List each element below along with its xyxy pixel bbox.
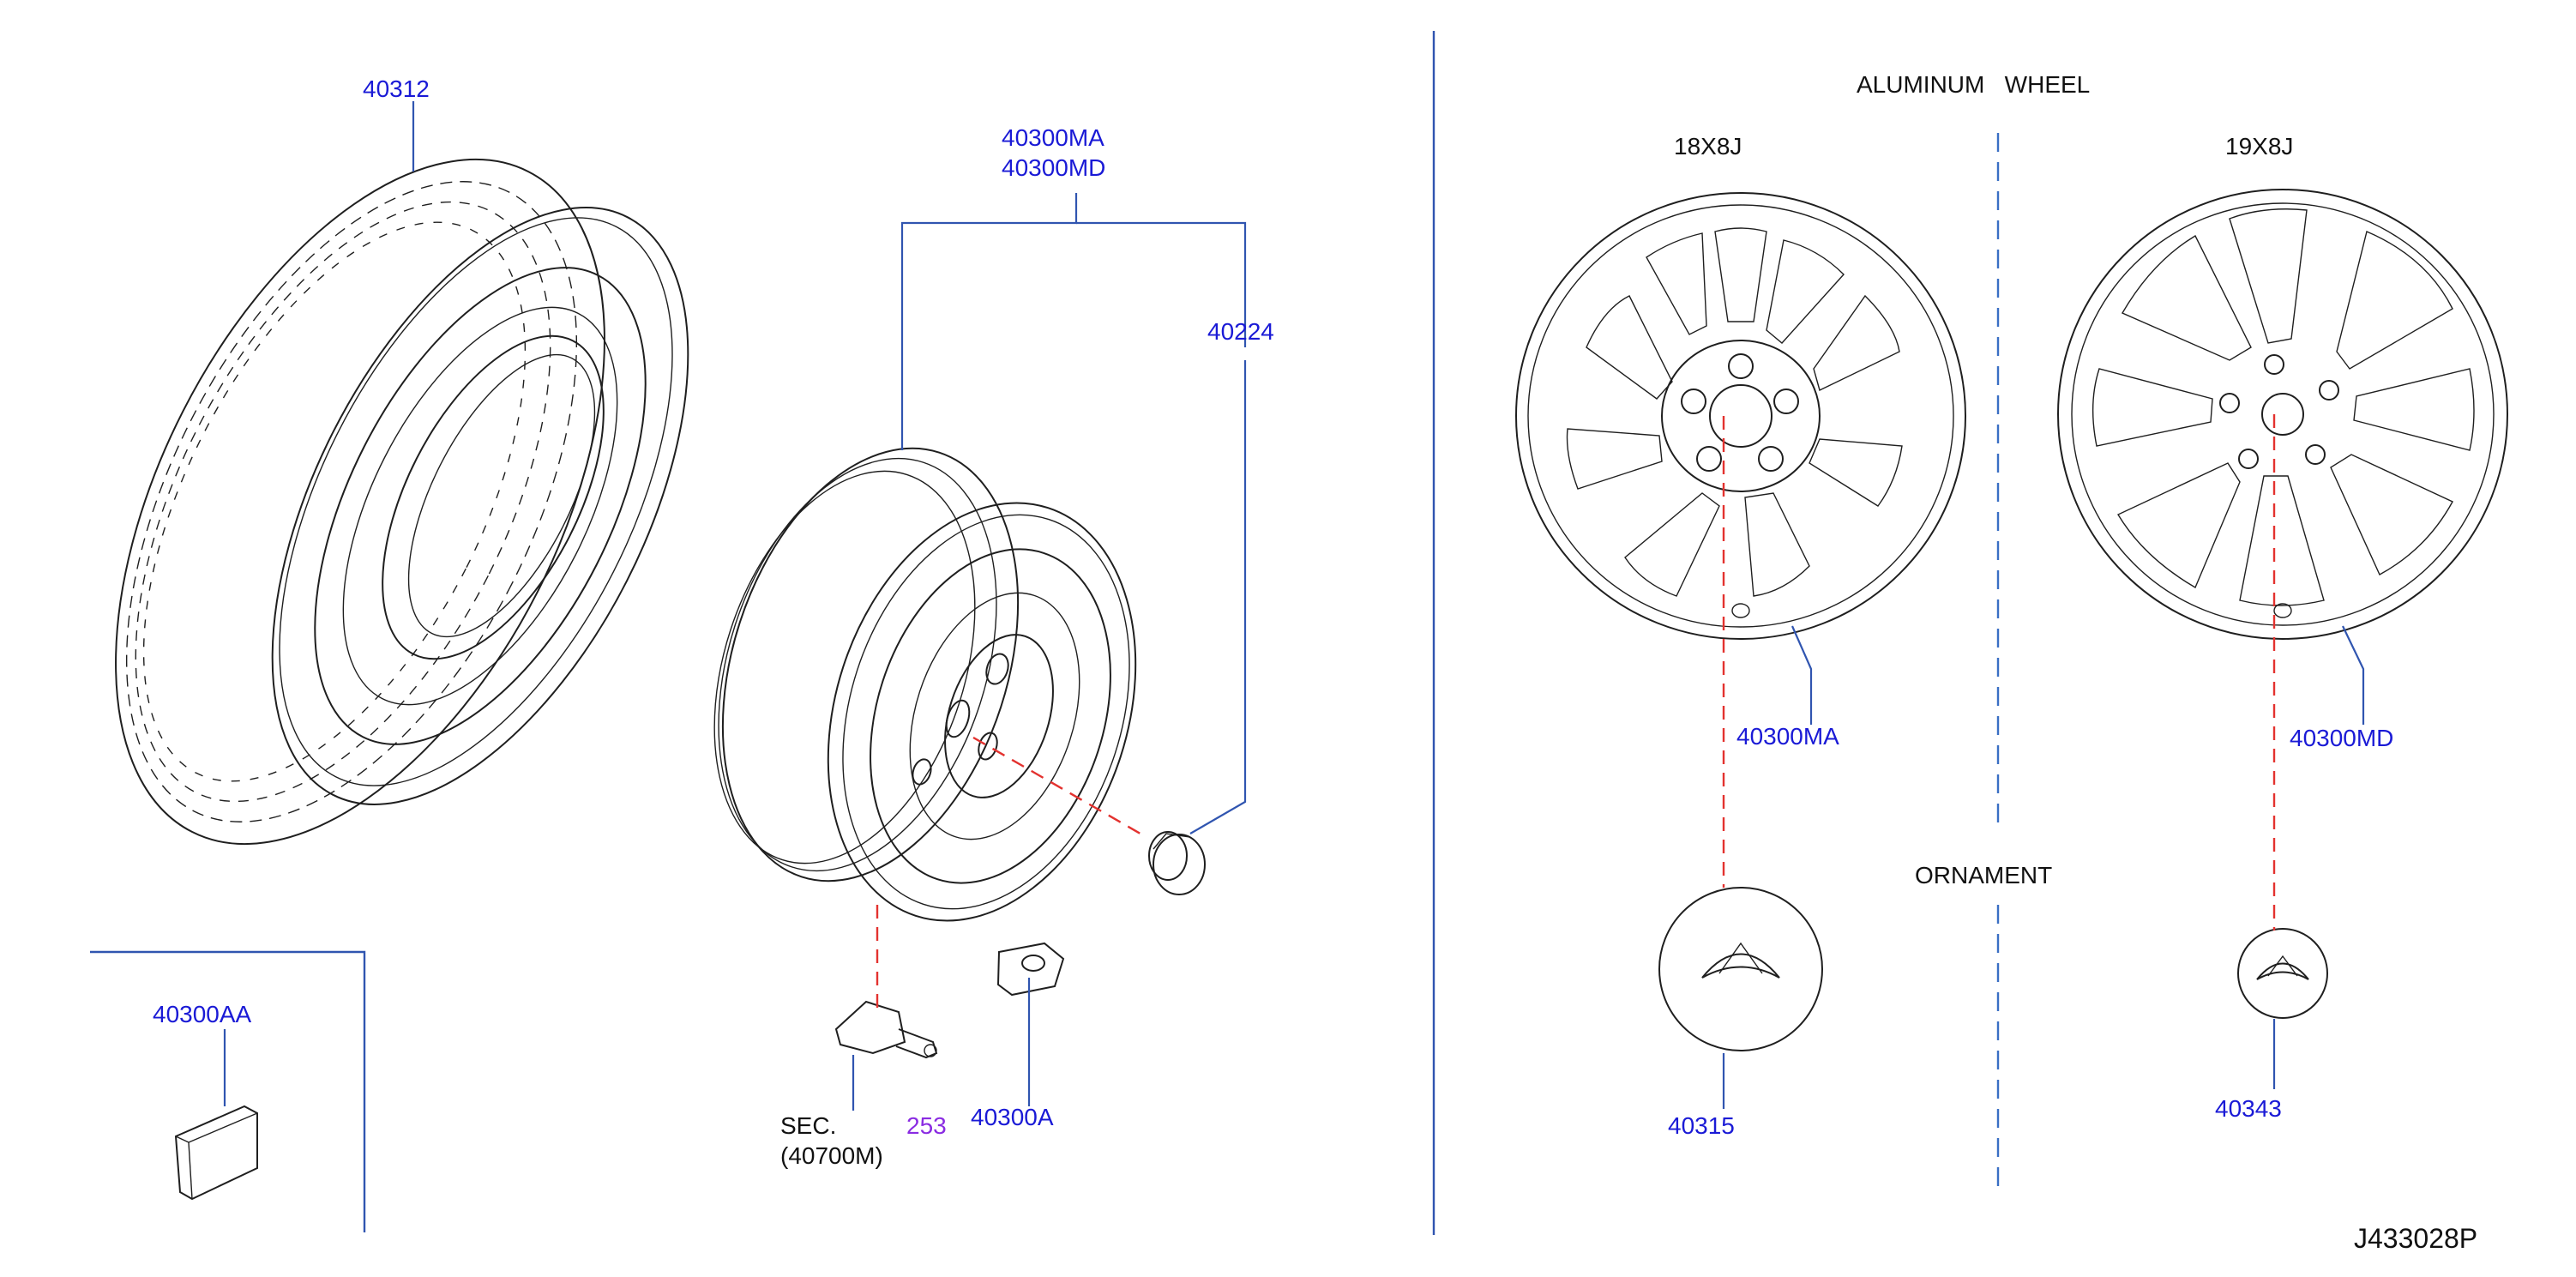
tire-drawing <box>115 158 689 846</box>
callout-wheel-md-right: 40300MD <box>2290 725 2393 751</box>
lug-nut-drawing <box>1148 831 1206 895</box>
diagram-code: J433028P <box>2354 1223 2477 1254</box>
section-title-aluminum-wheel: ALUMINUM WHEEL <box>1857 71 2090 98</box>
wheel-19in-drawing <box>2057 189 2508 640</box>
wheel-18in-drawing <box>1515 192 1966 640</box>
callout-wheel-ma: 40300MA <box>1002 124 1104 151</box>
ornament-small-drawing <box>2237 928 2328 1019</box>
steel-wheel-drawing <box>713 447 1137 922</box>
callout-balance-weight: 40300AA <box>153 1001 252 1027</box>
callout-ornament-small: 40315 <box>1668 1112 1735 1139</box>
callout-ornament-large: 40343 <box>2215 1095 2282 1122</box>
size-label-19: 19X8J <box>2225 133 2293 160</box>
ornament-large-drawing <box>1658 887 1823 1051</box>
balance-weight-drawing <box>174 1105 258 1201</box>
section-dividers <box>90 31 2000 1235</box>
callout-wheel-ma-right: 40300MA <box>1736 723 1839 750</box>
center-lines <box>876 414 2276 1008</box>
leader-lines <box>223 101 2365 1111</box>
size-label-18: 18X8J <box>1674 133 1742 160</box>
tpms-sensor-drawing <box>834 1000 938 1059</box>
callout-sec-prefix: SEC. <box>780 1112 836 1139</box>
callout-valve: 40300A <box>971 1104 1054 1130</box>
valve-cap-drawing <box>996 942 1065 997</box>
callout-sec-number: 253 <box>906 1112 947 1139</box>
section-title-ornament: ORNAMENT <box>1915 862 2052 888</box>
callout-nut: 40224 <box>1207 318 1274 345</box>
callout-sec-part: (40700M) <box>780 1142 883 1169</box>
callout-wheel-md: 40300MD <box>1002 154 1105 181</box>
callout-tire: 40312 <box>363 75 430 102</box>
